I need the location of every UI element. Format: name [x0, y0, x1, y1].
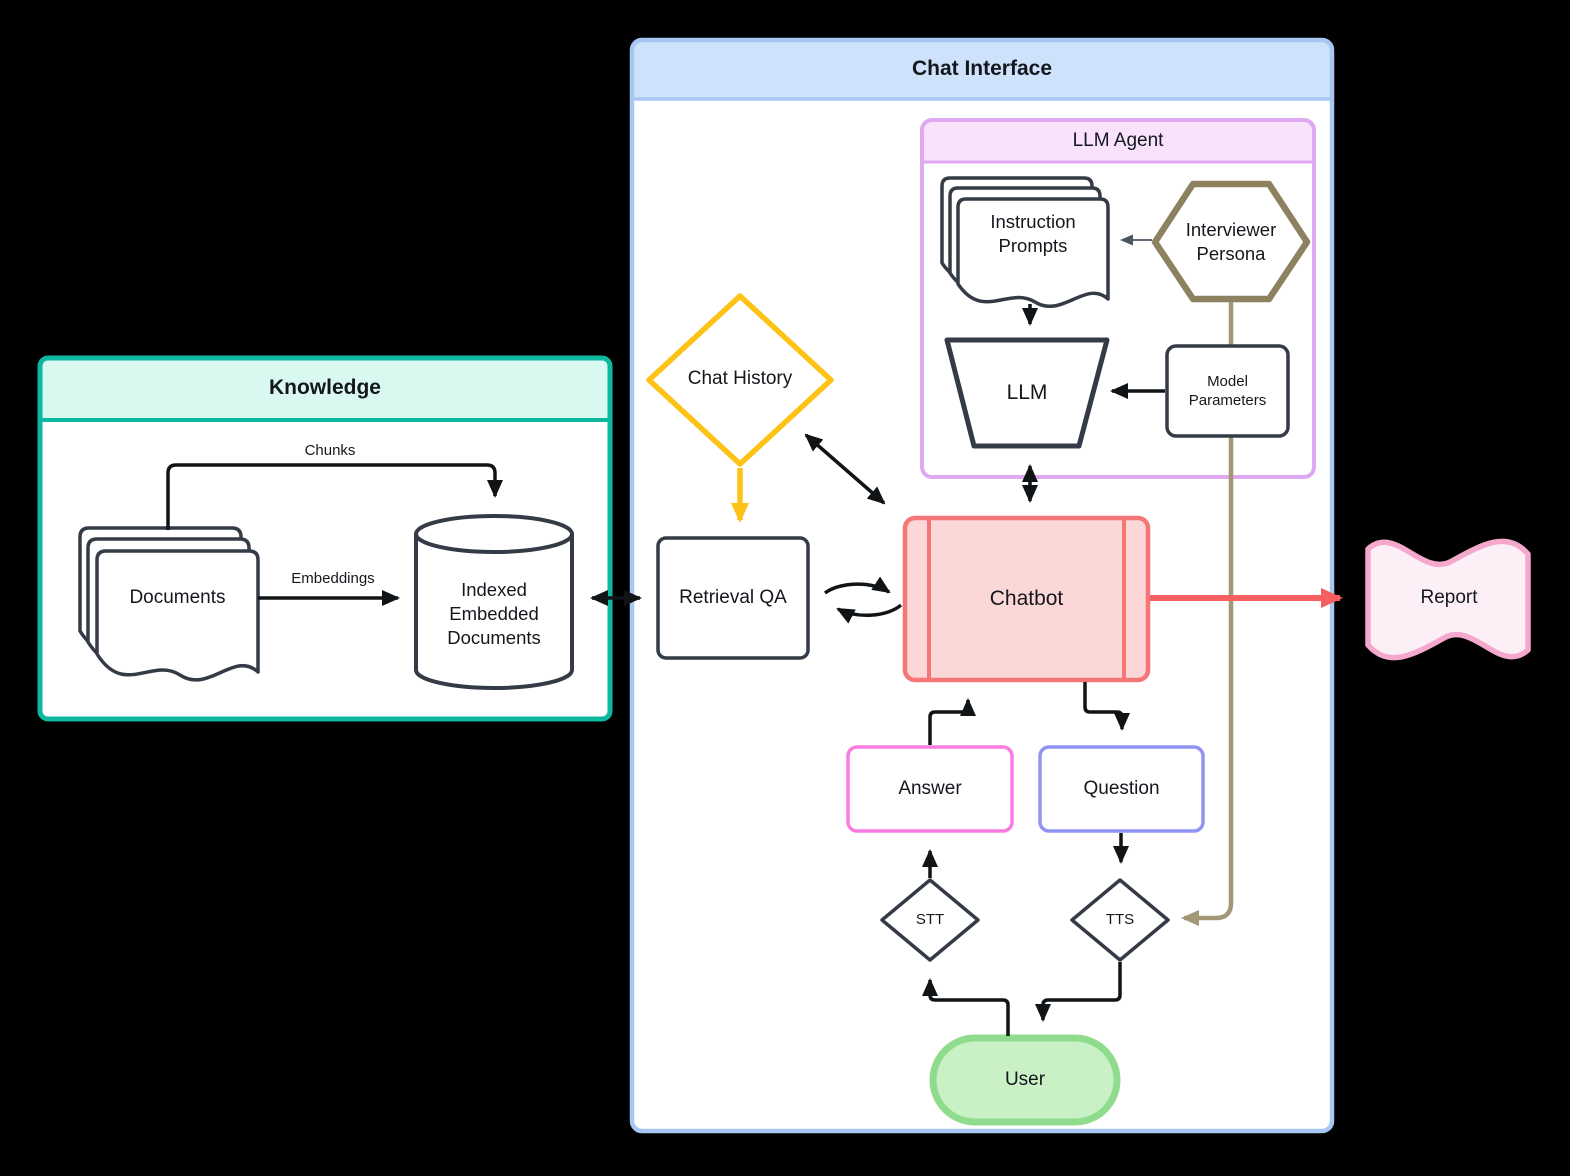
stt-shape	[880, 878, 980, 962]
tts-shape	[1070, 878, 1170, 962]
edge-persona-to-tts	[1181, 300, 1234, 926]
user-shape	[929, 1034, 1121, 1126]
retrieval-qa-shape	[656, 536, 810, 660]
edge-chunks	[166, 463, 503, 530]
instruction-prompts-shape	[940, 176, 1110, 309]
chatbot-shape	[902, 515, 1151, 683]
edge-chatbot-question	[1083, 682, 1130, 731]
documents-shape	[78, 526, 260, 682]
interviewer-persona-shape	[1151, 180, 1311, 303]
edge-chathistory-chatbot	[804, 433, 886, 505]
edge-answer-chatbot	[928, 698, 976, 745]
report-shape	[1365, 538, 1531, 661]
answer-shape	[846, 745, 1014, 833]
edge-cycle-bottom	[836, 603, 903, 624]
edge-user-stt	[922, 978, 1010, 1036]
chat-history-shape	[646, 293, 834, 467]
edge-tts-user	[1035, 962, 1122, 1022]
edge-cycle-top	[823, 576, 891, 595]
llm-shape	[944, 337, 1110, 449]
model-parameters-shape	[1165, 344, 1290, 438]
indexed-embedded-documents-shape	[414, 514, 574, 690]
question-shape	[1038, 745, 1205, 833]
